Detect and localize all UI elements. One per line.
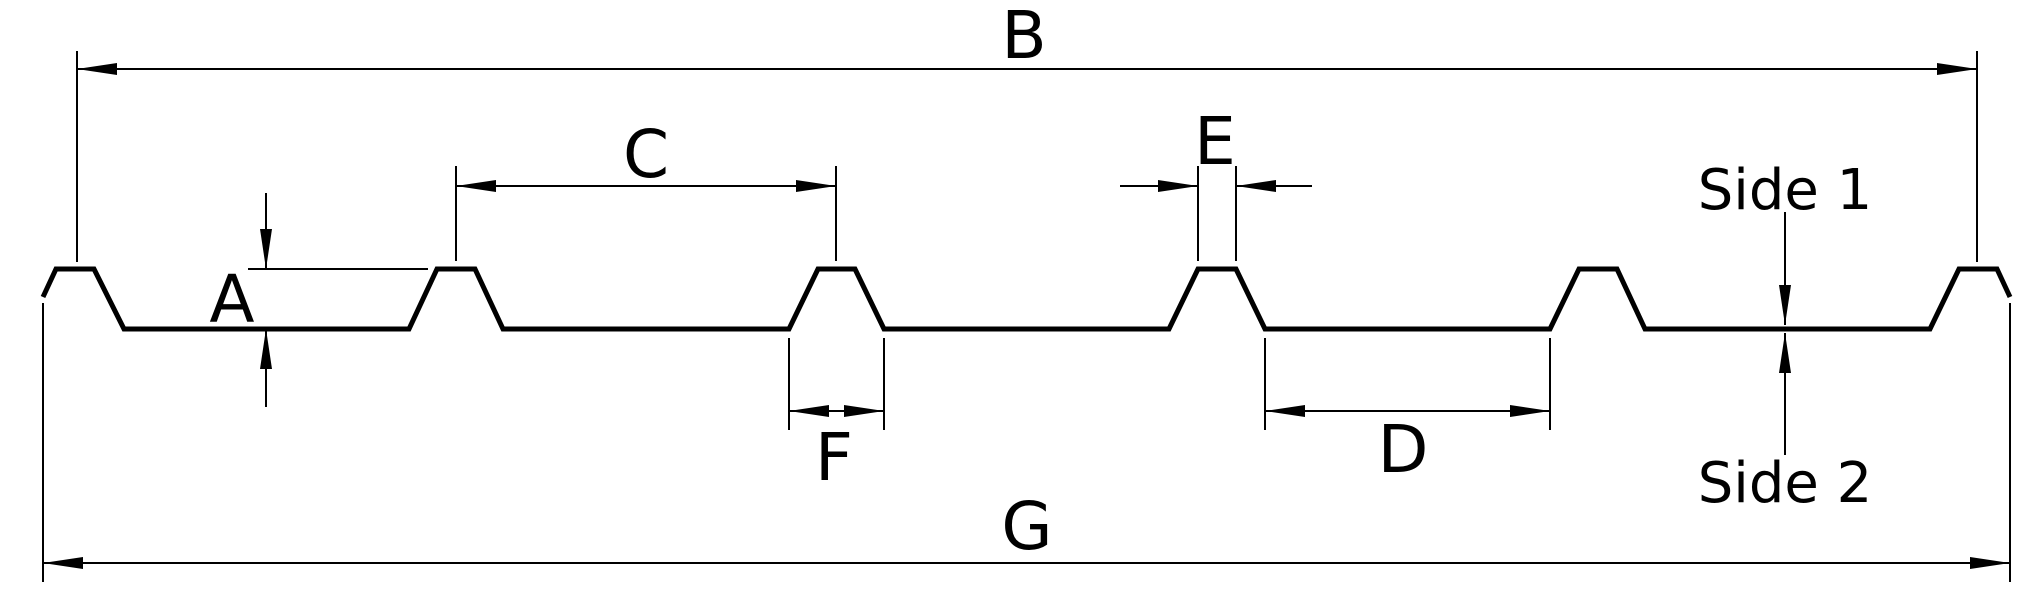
dimension-c: [455, 166, 837, 261]
dimension-e: [1120, 166, 1312, 261]
label-e: E: [1194, 103, 1236, 180]
dimension-g: [42, 303, 2011, 582]
label-side-1: Side 1: [1698, 158, 1873, 223]
dimension-b: [76, 51, 1978, 262]
dimension-d: [1264, 338, 1551, 430]
label-a: A: [209, 261, 254, 338]
label-d: D: [1378, 411, 1429, 488]
label-side-2: Side 2: [1698, 451, 1873, 516]
label-g: G: [1001, 488, 1052, 565]
label-b: B: [1001, 0, 1046, 74]
label-c: C: [623, 116, 669, 193]
dimension-f: [788, 338, 885, 430]
label-f: F: [815, 419, 853, 496]
dimension-a: [248, 193, 428, 407]
sheet-profile: [40, 266, 2013, 332]
